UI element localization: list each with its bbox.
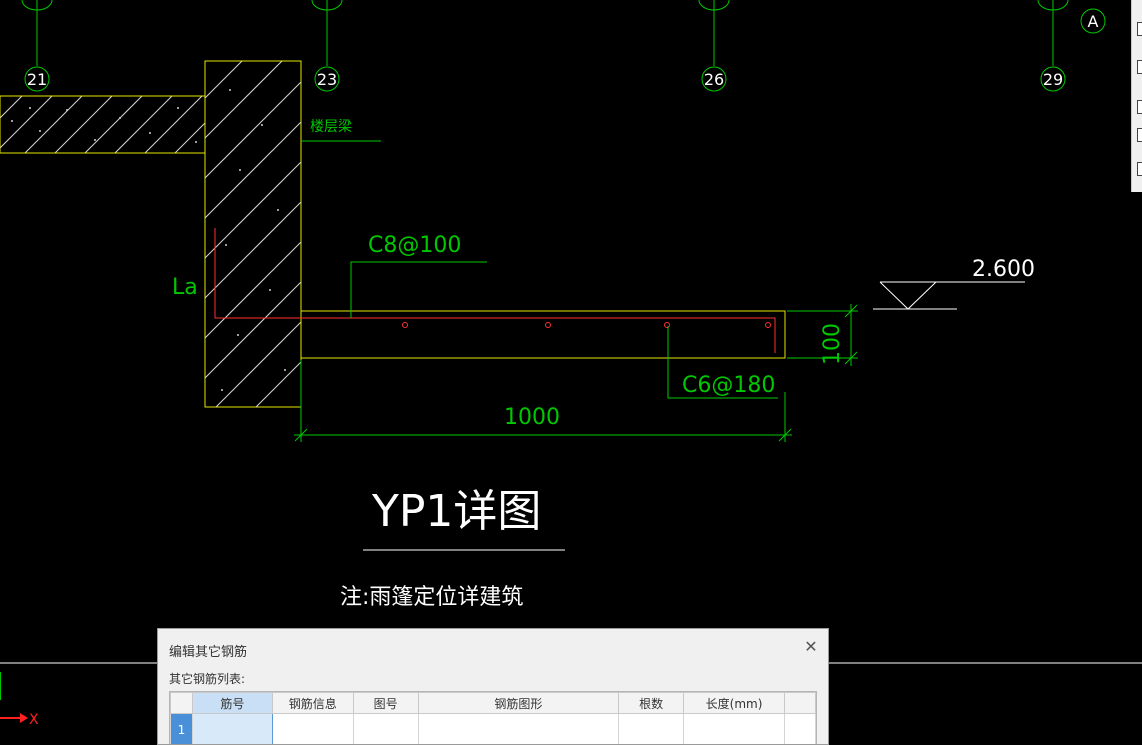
cell-count[interactable] — [618, 713, 685, 744]
thickness-dimension — [787, 304, 858, 366]
table-corner — [170, 692, 193, 714]
length-dimension — [294, 360, 792, 442]
note-text: 注:雨篷定位详建筑 — [340, 585, 523, 610]
column-header-rebar-info[interactable]: 钢筋信息 — [271, 692, 354, 714]
rebar-lines — [214, 228, 776, 353]
canopy-slab — [300, 310, 786, 359]
edit-other-rebar-dialog: 编辑其它钢筋 ✕ 其它钢筋列表: 筋号 钢筋信息 图号 钢筋图形 根数 长度(m… — [157, 628, 829, 745]
rebar-list-label: 其它钢筋列表: — [169, 672, 246, 686]
column-header-filler — [783, 692, 817, 714]
elevation-mark — [873, 281, 1025, 310]
rebar-table[interactable]: 筋号 钢筋信息 图号 钢筋图形 根数 长度(mm) 1 — [169, 691, 817, 744]
cell-rebar-info[interactable] — [271, 713, 354, 744]
axis-label-23: 23 — [317, 70, 337, 89]
column-header-figure-no[interactable]: 图号 — [352, 692, 419, 714]
beam-label: 楼层梁 — [310, 119, 352, 135]
anchor-label: La — [172, 275, 198, 300]
column-header-bar-no[interactable]: 筋号 — [191, 692, 273, 714]
top-rebar-label: C8@100 — [368, 233, 461, 258]
axis-label-21: 21 — [27, 70, 47, 89]
rebar-dots — [402, 322, 771, 328]
column-header-rebar-shape[interactable]: 钢筋图形 — [417, 692, 620, 714]
elevation-label: 2.600 — [972, 257, 1035, 282]
length-label: 1000 — [504, 405, 560, 430]
toolbar-button[interactable] — [1137, 22, 1142, 36]
axis-label-26: 26 — [704, 70, 724, 89]
wall-column — [204, 60, 302, 408]
row-number[interactable]: 1 — [170, 713, 193, 744]
thickness-label: 100 — [820, 323, 845, 365]
table-row[interactable]: 1 — [170, 713, 817, 744]
axis-grid — [21, 0, 1106, 92]
toolbar-button[interactable] — [1137, 100, 1142, 114]
toolbar-button[interactable] — [1137, 128, 1142, 142]
cell-figure-no[interactable] — [352, 713, 419, 744]
toolbar-button[interactable] — [1137, 60, 1142, 74]
dialog-title: 编辑其它钢筋 — [169, 645, 248, 660]
right-toolbar-strip — [1131, 0, 1142, 192]
detail-title: YP1详图 — [371, 486, 541, 537]
close-icon[interactable]: ✕ — [804, 637, 818, 656]
axis-label-29: 29 — [1043, 70, 1063, 89]
axis-label-a: A — [1088, 12, 1099, 31]
column-header-length[interactable]: 长度(mm) — [683, 692, 785, 714]
cell-filler — [783, 713, 817, 744]
cell-rebar-shape[interactable] — [417, 713, 620, 744]
floor-slab — [0, 95, 206, 154]
toolbar-button[interactable] — [1137, 162, 1142, 176]
bottom-rebar-label: C6@180 — [682, 373, 775, 398]
bottom-rebar-leader — [667, 326, 778, 399]
ucs-x-label: X — [29, 712, 39, 728]
ucs-icon — [0, 672, 28, 723]
cell-bar-no[interactable] — [191, 713, 273, 744]
top-rebar-leader — [350, 261, 487, 318]
column-header-count[interactable]: 根数 — [618, 692, 685, 714]
cell-length[interactable] — [683, 713, 785, 744]
